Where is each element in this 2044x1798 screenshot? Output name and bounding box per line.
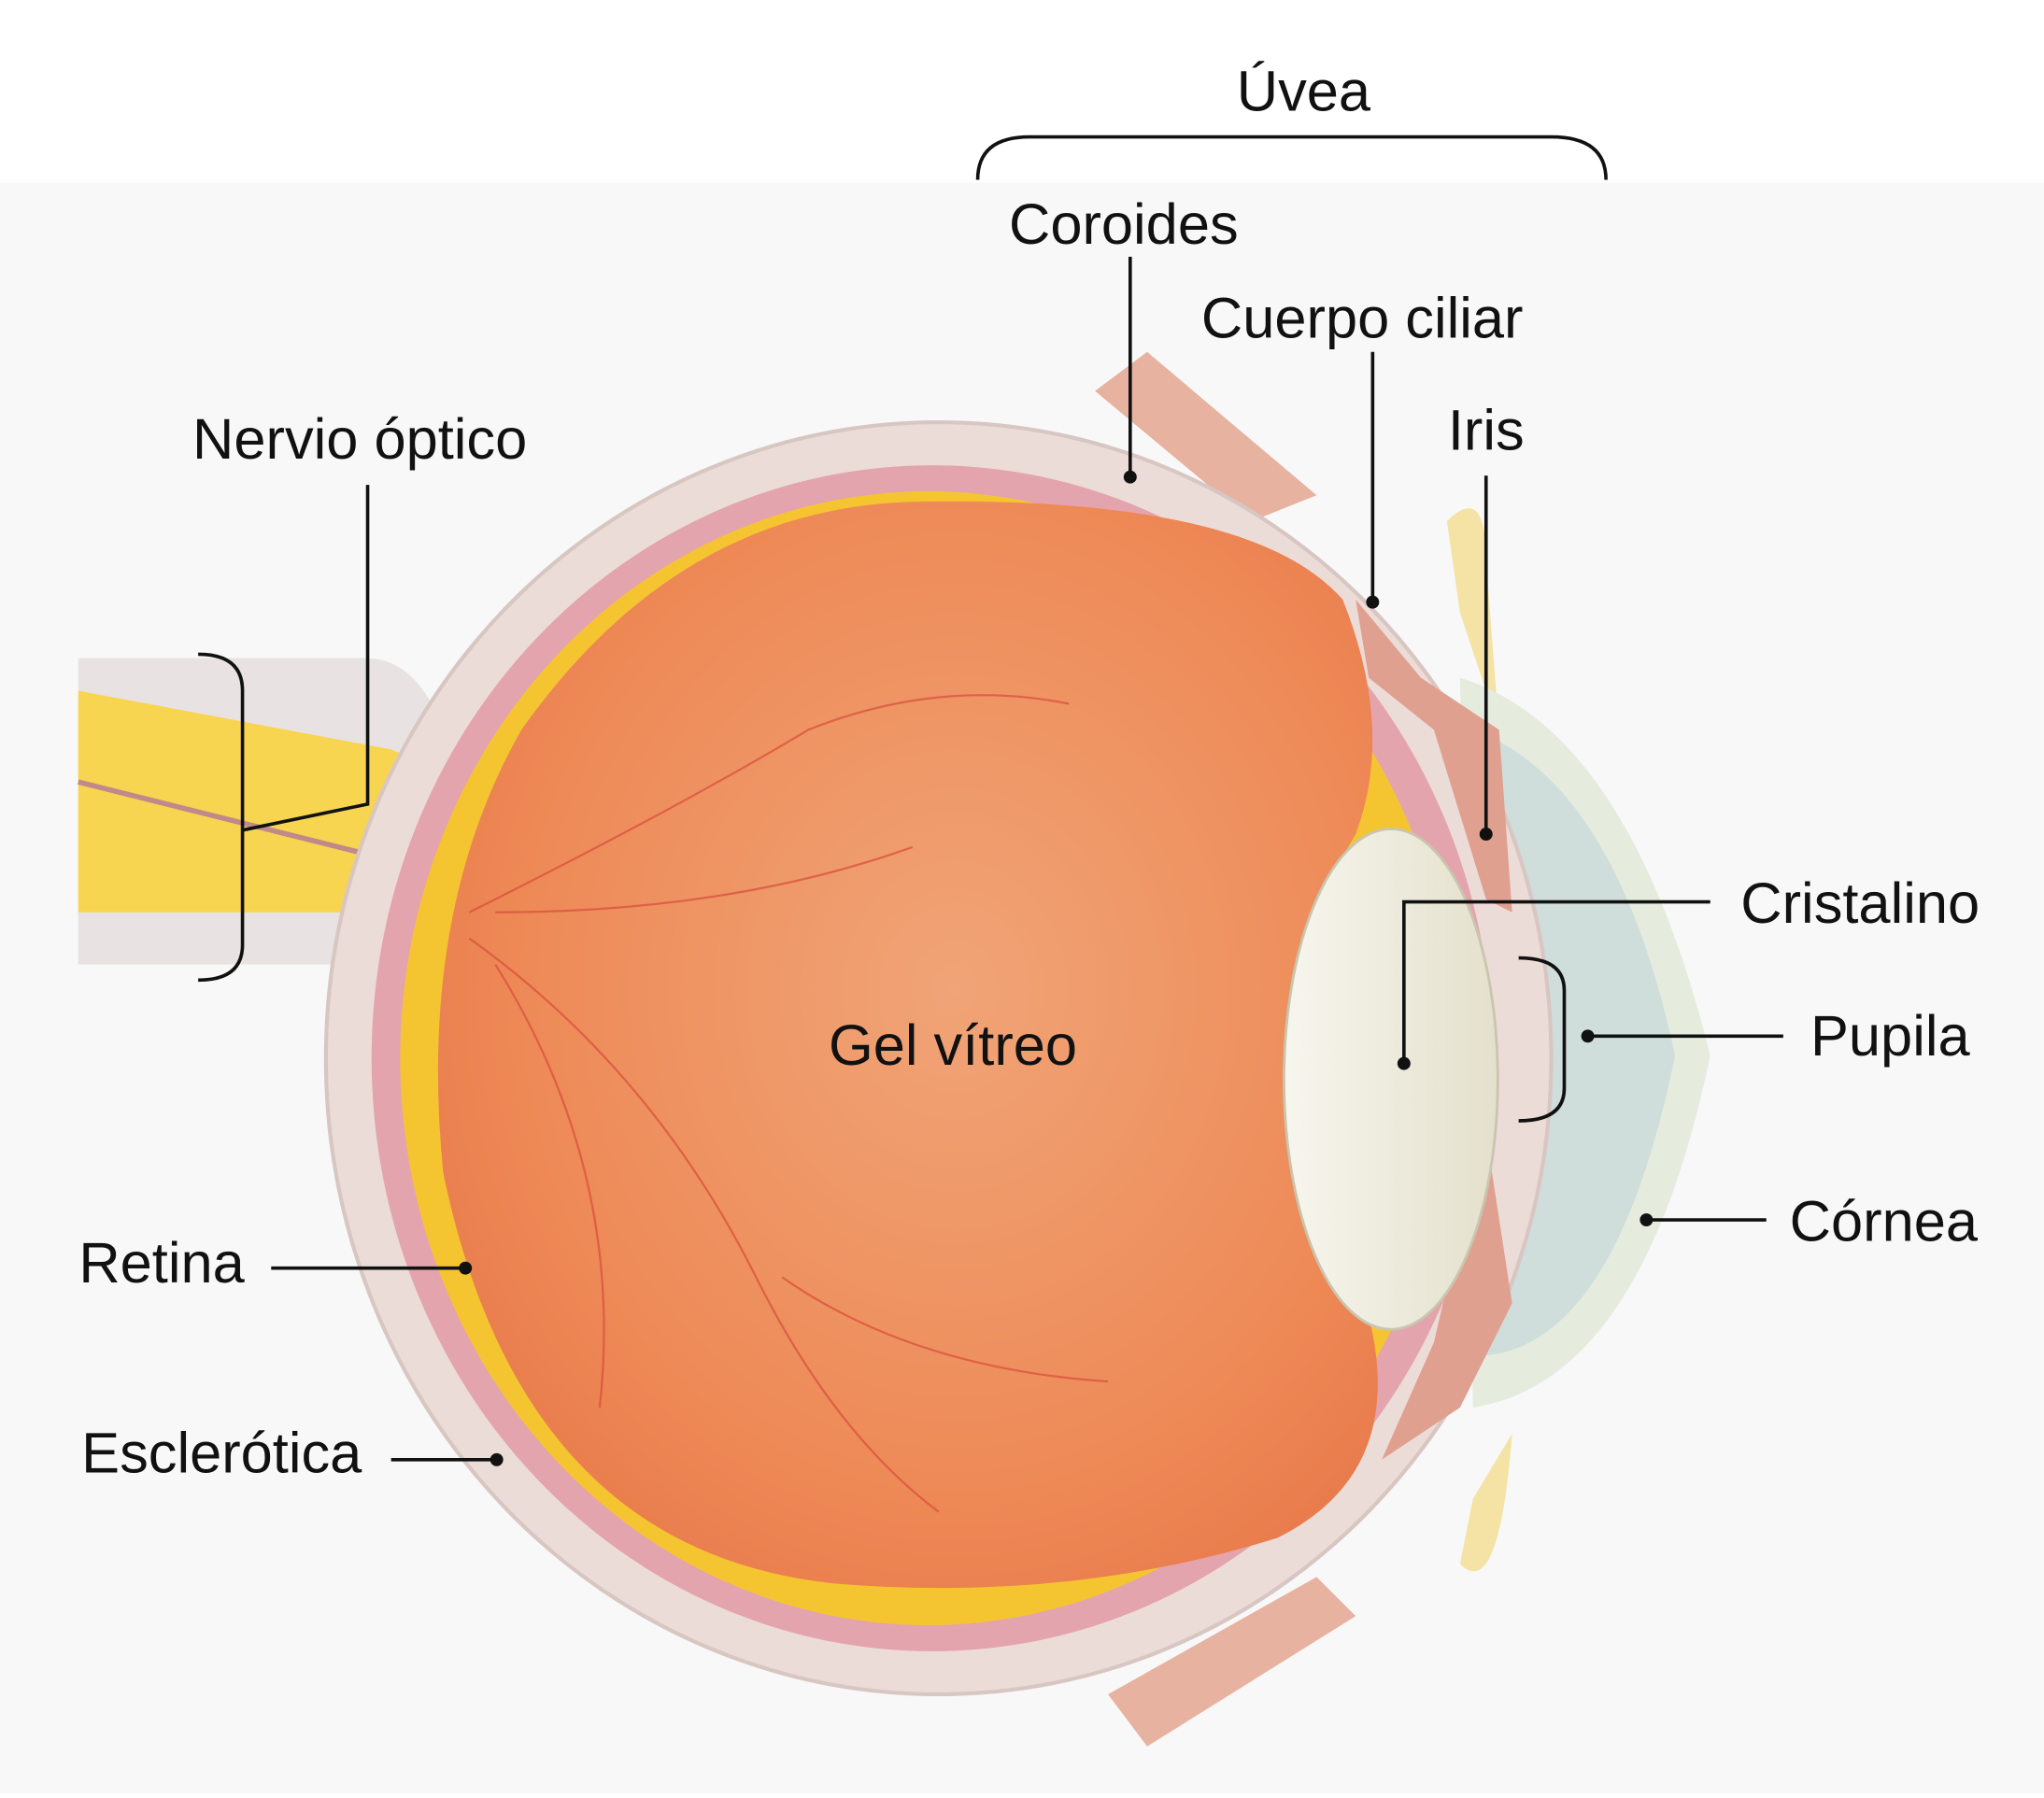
leader-nervio-optico [242,485,370,832]
pointer-dot [459,1261,473,1275]
leader-cristalino [1402,899,1710,1061]
pointer-dot [1366,595,1380,609]
eyelid-fat-lower [1459,1433,1512,1572]
label-cuerpo-ciliar: Cuerpo ciliar [1201,286,1524,350]
upper-muscle [1095,351,1317,522]
pointer-dot [490,1452,504,1466]
pointer-dot [1581,1029,1595,1043]
label-cornea: Córnea [1790,1189,1979,1253]
label-retina: Retina [78,1231,245,1295]
vitreous-gel [437,501,1378,1589]
lens [1283,828,1499,1331]
pointer-dot [1639,1213,1654,1227]
ciliary-body [1356,599,1512,913]
label-esclerotica: Esclerótica [81,1422,362,1486]
background-top [0,0,2044,183]
lower-muscle [1108,1577,1356,1747]
pointer-dot [1397,1056,1411,1070]
label-iris: Iris [1448,398,1525,462]
label-nervio-optico: Nervio óptico [192,407,527,472]
optic-nerve-bracket [198,652,245,983]
uvea-brace [975,134,1608,180]
label-coroides: Coroides [1009,192,1239,257]
pointer-dot [1479,828,1493,841]
blood-vessels [468,694,1109,1513]
label-pupila: Pupila [1810,1004,1970,1069]
label-uvea: Úvea [1237,60,1371,124]
pupil-bracket [1518,956,1567,1123]
label-cristalino: Cristalino [1740,871,1980,936]
pointer-dot [1123,470,1137,484]
label-gel-vitreo: Gel vítreo [829,1013,1077,1078]
